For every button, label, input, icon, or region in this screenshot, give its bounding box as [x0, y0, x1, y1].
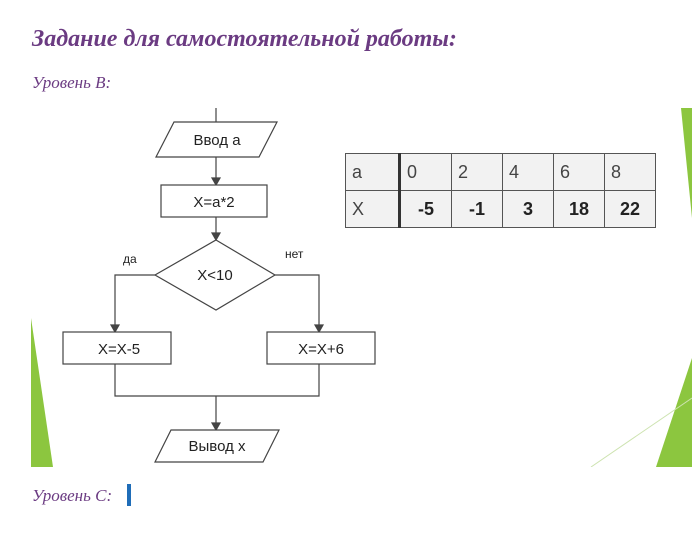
table-cell-a: 4 — [502, 153, 554, 191]
input-text: Ввод a — [193, 132, 241, 149]
assign-text: X=a*2 — [193, 194, 234, 211]
table-header-x: X — [345, 190, 401, 228]
table-cell-x: 3 — [502, 190, 554, 228]
trace-table: a 0 2 4 6 8 X -5 -1 3 18 22 — [345, 153, 656, 228]
no-label: нет — [285, 247, 304, 261]
yes-branch-text: X=X-5 — [98, 341, 140, 358]
table-cell-x: -1 — [451, 190, 503, 228]
yes-branch-block — [62, 331, 172, 365]
decor-green-right-top — [681, 108, 692, 218]
table-row-x: X -5 -1 3 18 22 — [345, 190, 656, 228]
table-cell-x: 18 — [553, 190, 605, 228]
no-branch-text: X=X+6 — [298, 341, 344, 358]
page-title: Задание для самостоятельной работы: — [32, 26, 457, 52]
table-cell-x: 22 — [604, 190, 656, 228]
task-picture: Ввод a X=a*2 X<10 да нет X=X-5 X=X+6 Выв… — [31, 108, 692, 467]
table-cell-a: 0 — [399, 153, 452, 191]
no-branch-block — [266, 331, 376, 365]
output-block — [154, 429, 280, 463]
table-cell-x: -5 — [399, 190, 452, 228]
decor-green-left — [31, 318, 53, 467]
table-cell-a: 2 — [451, 153, 503, 191]
table-cell-a: 6 — [553, 153, 605, 191]
level-c-label: Уровень С: — [32, 486, 113, 505]
table-row-a: a 0 2 4 6 8 — [345, 153, 656, 191]
table-header-a: a — [345, 153, 401, 191]
flowchart: Ввод a X=a*2 X<10 да нет X=X-5 X=X+6 Выв… — [31, 108, 692, 467]
decor-line — [590, 397, 692, 467]
input-block — [155, 121, 278, 158]
assign-block — [160, 184, 268, 218]
level-b-label: Уровень В: — [32, 73, 112, 92]
condition-block — [153, 239, 277, 311]
text-cursor — [127, 484, 131, 506]
table-cell-a: 8 — [604, 153, 656, 191]
decor-green-right-bottom — [656, 358, 692, 467]
yes-label: да — [123, 252, 137, 266]
output-text: Вывод x — [188, 438, 246, 455]
condition-text: X<10 — [197, 267, 232, 284]
